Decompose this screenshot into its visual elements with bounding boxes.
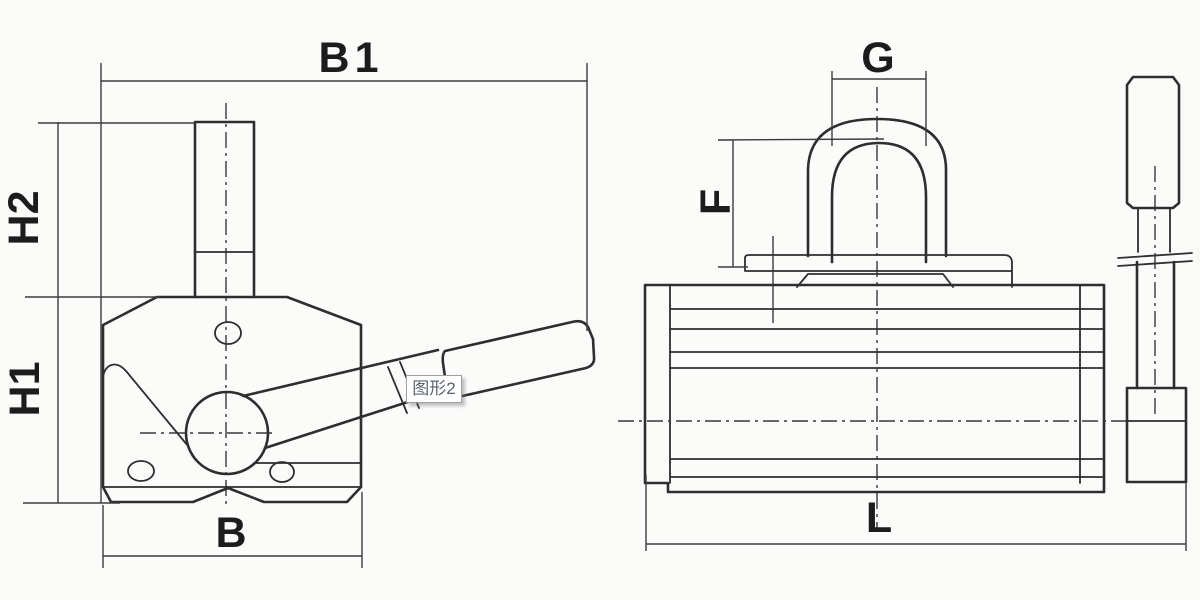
handle-end-view — [1117, 75, 1193, 484]
dim-label-b1: B1 — [319, 34, 384, 82]
side-view: G F L — [618, 34, 1193, 551]
body-outline — [101, 295, 363, 504]
dimension-b: B — [102, 492, 363, 568]
bottom-right-hole — [269, 461, 295, 483]
dimension-h2-h1: H2 H1 — [0, 122, 195, 504]
mounting-boss — [796, 273, 954, 288]
dimension-f: F — [692, 138, 885, 268]
shackle-outer — [806, 117, 948, 258]
dim-label-b: B — [215, 509, 246, 557]
handle-grip — [441, 319, 596, 399]
lifting-shackle — [744, 117, 1013, 323]
figure-tooltip[interactable]: 图形2 — [406, 375, 462, 403]
body-side-outline — [643, 283, 1106, 494]
magnet-body-side — [643, 283, 1106, 494]
top-hole — [214, 321, 242, 345]
break-marks-side — [1117, 252, 1193, 267]
front-view: B1 H2 H1 B — [0, 34, 596, 568]
dimension-g: G — [831, 34, 927, 146]
shackle-inner — [830, 141, 928, 264]
dimension-b1: B1 — [100, 34, 588, 503]
dim-label-g: G — [861, 34, 894, 82]
cam-wedge — [102, 363, 189, 447]
bottom-left-hole — [127, 460, 155, 482]
dim-label-f: F — [692, 189, 740, 215]
pivot-circle — [184, 390, 270, 476]
dimension-l: L — [645, 475, 1187, 551]
lifting-stud — [193, 120, 256, 299]
dim-label-h1: H1 — [1, 362, 49, 417]
lamination-lines — [669, 308, 1105, 478]
handle-grip-end — [1125, 75, 1181, 210]
handle-neck — [1137, 207, 1171, 253]
dim-label-h2: H2 — [0, 191, 48, 246]
dim-label-l: L — [866, 494, 892, 542]
handle-shaft — [1135, 260, 1176, 390]
base-flange — [744, 254, 1013, 288]
handle-hub-block — [1125, 386, 1188, 484]
magnet-body-front — [101, 295, 363, 504]
